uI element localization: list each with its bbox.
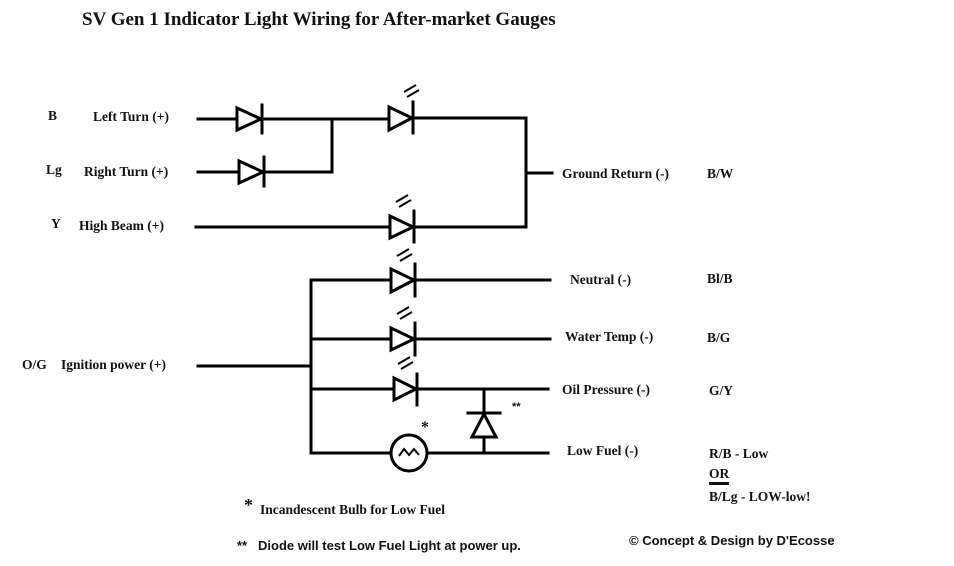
water-temp-led-icon (389, 306, 418, 357)
note2-marker: ** (237, 538, 248, 553)
input-color-high-beam: Y (51, 216, 61, 231)
output-label-oil-pressure: Oil Pressure (-) (562, 382, 650, 397)
output-label-low-fuel: Low Fuel (-) (567, 443, 639, 458)
output-color-oil-pressure: G/Y (709, 383, 734, 398)
input-label-ignition: Ignition power (+) (61, 357, 166, 372)
low-fuel-bulb-icon (389, 433, 429, 473)
test-diode-marker: ** (512, 401, 521, 413)
input-label-left-turn: Left Turn (+) (93, 109, 169, 124)
left-turn-diode-icon (235, 103, 265, 135)
test-diode-icon (466, 387, 502, 455)
output-label-ground: Ground Return (-) (562, 166, 670, 181)
output-label-neutral: Neutral (-) (570, 272, 632, 287)
right-turn-diode-icon (237, 155, 267, 188)
input-label-high-beam: High Beam (+) (79, 218, 164, 233)
note1-marker: * (244, 495, 253, 515)
output-color-neutral: Bl/B (707, 271, 733, 286)
output-color-water-temp: B/G (707, 330, 731, 345)
output-color-low-fuel-or: OR (709, 467, 730, 485)
diagram-title: SV Gen 1 Indicator Light Wiring for Afte… (82, 9, 556, 30)
credit-text: © Concept & Design by D'Ecosse (629, 533, 835, 548)
input-color-left-turn: B (48, 108, 58, 123)
note1-text: Incandescent Bulb for Low Fuel (260, 502, 446, 517)
output-color-ground: B/W (707, 166, 734, 181)
oil-pressure-led-icon (392, 356, 420, 407)
bulb-marker: * (421, 419, 429, 436)
input-label-right-turn: Right Turn (+) (84, 164, 169, 179)
input-color-ignition: O/G (22, 357, 47, 372)
output-color-low-fuel-2: B/Lg - LOW-low! (709, 489, 811, 504)
neutral-led-icon (389, 248, 418, 298)
high-beam-led-icon (388, 194, 417, 244)
note2-text: Diode will test Low Fuel Light at power … (258, 538, 521, 553)
turn-indicator-led-icon (387, 84, 420, 135)
output-color-low-fuel-1: R/B - Low (709, 446, 769, 461)
input-color-right-turn: Lg (46, 162, 62, 177)
output-label-water-temp: Water Temp (-) (565, 329, 654, 344)
